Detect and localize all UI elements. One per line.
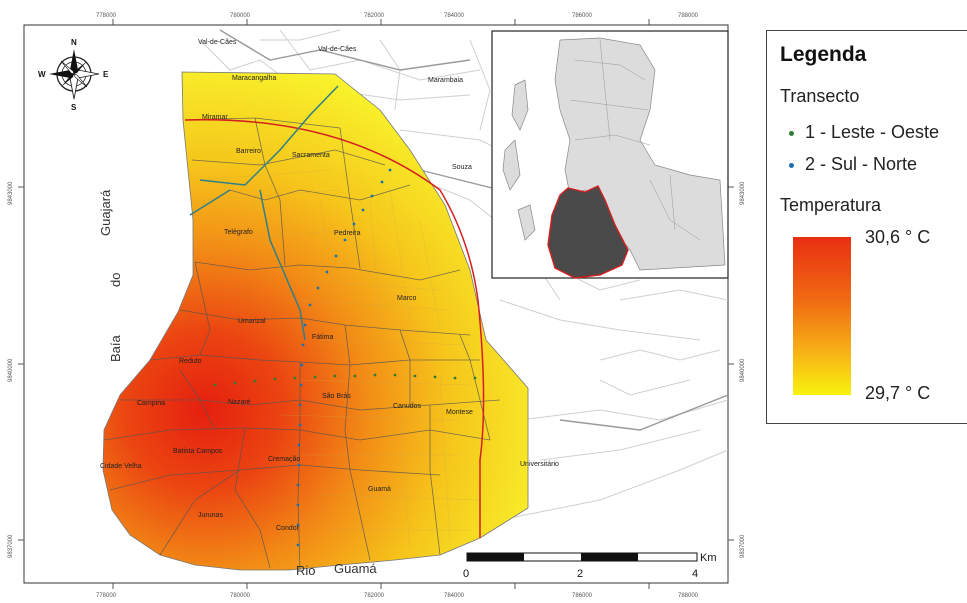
canals [189, 85, 339, 341]
scale-labels: 0 2 4 Km [463, 552, 717, 580]
inset-study-area [547, 185, 629, 279]
label-barreiro: Barreiro [236, 148, 261, 155]
y-tick-left-1: 9843000 [8, 181, 14, 205]
legend-transect-label-1: 1 - Leste - Oeste [805, 122, 940, 142]
label-fatima: Fátima [312, 334, 334, 341]
transect-sul-norte [296, 168, 392, 547]
temperature-color-ramp [793, 237, 851, 395]
y-tick-right-1: 9843000 [740, 181, 746, 205]
label-cremacao: Cremação [268, 456, 300, 463]
legend-temp-max: 30,6 ° C [865, 227, 931, 247]
compass-w: W [38, 70, 46, 79]
x-tick-top-4: 784000 [444, 13, 465, 19]
label-universitario: Universitário [520, 461, 559, 468]
transect-leste-oeste [213, 373, 477, 387]
y-tick-left-2: 9840000 [8, 358, 14, 382]
x-tick-top-5: 786000 [572, 13, 593, 19]
compass-s: S [71, 103, 77, 112]
label-rio: Rio [296, 563, 316, 578]
x-tick-top-6: 788000 [678, 13, 699, 19]
label-sao-bras: São Brás [322, 393, 351, 400]
label-do: do [108, 273, 123, 287]
legend-temp-min: 29,7 ° C [865, 383, 931, 403]
label-montese: Montese [446, 409, 473, 416]
y-tick-right-2: 9840000 [740, 358, 746, 382]
scale-bar [466, 552, 698, 562]
label-val-de-caes-2: Val-de-Cães [318, 46, 357, 53]
water-labels: Baía do Guajará Rio Guamá [98, 189, 377, 578]
legend-transect-label-2: 2 - Sul - Norte [805, 154, 918, 174]
label-guajara: Guajará [98, 189, 113, 236]
x-tick-top-1: 778000 [96, 13, 117, 19]
label-nazare: Nazaré [228, 399, 251, 406]
compass-e: E [103, 70, 109, 79]
legend-transect-item-2: 2 - Sul - Norte [789, 154, 917, 175]
inset-land [554, 37, 726, 271]
label-guama: Guamá [368, 486, 391, 493]
label-telegrafo: Telégrafo [224, 229, 253, 236]
label-maracangalha: Maracangalha [232, 75, 276, 82]
x-coordinate-labels: 778000 780000 782000 784000 786000 78800… [96, 13, 699, 599]
label-sacramenta: Sacramenta [292, 152, 330, 159]
neighborhood-labels: Val-de-Cães Val-de-Cães Maracangalha Mar… [100, 39, 559, 532]
legend-title: Legenda [780, 43, 867, 66]
label-jurunas: Jurunas [198, 512, 223, 519]
label-reduto: Reduto [179, 358, 202, 365]
x-tick-bottom-4: 784000 [444, 593, 465, 599]
label-cidade-velha: Cidade Velha [100, 463, 142, 470]
x-tick-bottom-6: 788000 [678, 593, 699, 599]
legend-transect-item-1: 1 - Leste - Oeste [789, 122, 939, 143]
inset-map [491, 30, 729, 279]
transect-dot-blue-icon [789, 162, 794, 168]
compass-rose [49, 49, 100, 100]
legend-panel: Legenda Transecto 1 - Leste - Oeste 2 - … [766, 30, 967, 424]
legend-transect-heading: Transecto [780, 86, 860, 106]
label-batista-campos: Batista Campos [173, 448, 223, 455]
scale-tick-2: 2 [577, 568, 583, 580]
label-miramar: Miramar [202, 114, 228, 121]
x-tick-bottom-1: 778000 [96, 593, 117, 599]
temperature-surface [102, 71, 529, 571]
boundary-red-line [184, 118, 485, 538]
scale-tick-4: 4 [692, 568, 698, 580]
label-baia: Baía [108, 334, 123, 362]
y-tick-right-3: 9837000 [740, 534, 746, 558]
scale-tick-0: 0 [463, 568, 469, 580]
scale-unit: Km [700, 552, 717, 564]
label-condor: Condor [276, 525, 300, 532]
legend-temperature-heading: Temperatura [780, 195, 882, 215]
y-tick-left-3: 9837000 [8, 534, 14, 558]
label-pedreira: Pedreira [334, 230, 361, 237]
label-marambaia: Marambaia [428, 77, 463, 84]
label-val-de-caes-1: Val-de-Cães [198, 39, 237, 46]
x-tick-bottom-3: 782000 [364, 593, 385, 599]
label-campina: Campina [137, 400, 165, 407]
x-tick-top-2: 780000 [230, 13, 251, 19]
x-tick-bottom-2: 780000 [230, 593, 251, 599]
label-souza: Souza [452, 164, 472, 171]
label-umarizal: Umarizal [238, 318, 266, 325]
x-tick-bottom-5: 786000 [572, 593, 593, 599]
label-marco: Marco [397, 295, 417, 302]
y-coordinate-labels: 9843000 9840000 9837000 9843000 9840000 … [8, 181, 746, 558]
label-canudos: Canudos [393, 403, 422, 410]
compass-letters: N S E W [38, 38, 109, 112]
interior-street-grid [199, 169, 481, 551]
transect-dot-green-icon [789, 130, 794, 136]
coordinate-ticks [18, 19, 734, 589]
compass-n: N [71, 38, 77, 47]
x-tick-top-3: 782000 [364, 13, 385, 19]
label-guama-river: Guamá [334, 561, 377, 576]
